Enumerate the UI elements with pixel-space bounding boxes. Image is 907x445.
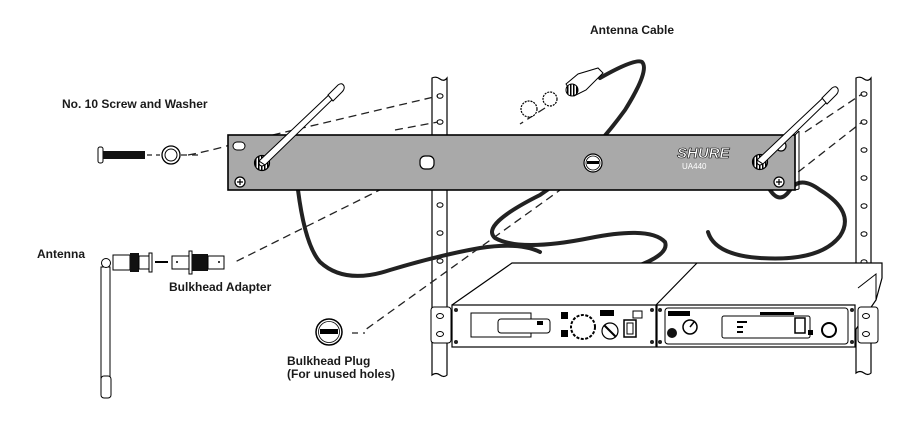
hex-nut	[542, 91, 558, 107]
dashed-leaders	[187, 93, 863, 331]
label-bulkhead-adapter: Bulkhead Adapter	[169, 280, 272, 294]
model-label: UA440	[682, 162, 707, 171]
cable-connector	[565, 67, 604, 97]
label-screw-and-washer: No. 10 Screw and Washer	[62, 97, 208, 111]
washer	[161, 145, 181, 165]
panel-screw-bottom-left	[234, 176, 246, 188]
lock-washer	[520, 100, 538, 118]
bulkhead-hole-empty	[419, 155, 435, 170]
mount-slot-top-left	[232, 141, 246, 151]
ua440-front-panel: SHURE UA440	[227, 130, 800, 191]
label-antenna-cable: Antenna Cable	[590, 23, 675, 37]
label-antenna: Antenna	[37, 247, 85, 261]
screw	[97, 146, 145, 164]
receiver-left	[430, 304, 657, 348]
receiver-right	[656, 304, 879, 348]
label-bulkhead-plug: Bulkhead Plug	[287, 354, 371, 368]
label-bulkhead-plug-note: (For unused holes)	[287, 367, 395, 381]
bulkhead-adapter	[171, 250, 225, 275]
bulkhead-plug-installed	[583, 153, 603, 173]
antenna-cable	[296, 59, 847, 285]
bulkhead-plug	[315, 318, 343, 346]
antenna-left	[258, 83, 345, 166]
antenna-right	[756, 86, 839, 165]
bnc-antenna	[100, 252, 153, 399]
shure-logo: SHURE	[677, 145, 731, 162]
panel-screw-bottom-right	[773, 176, 785, 188]
